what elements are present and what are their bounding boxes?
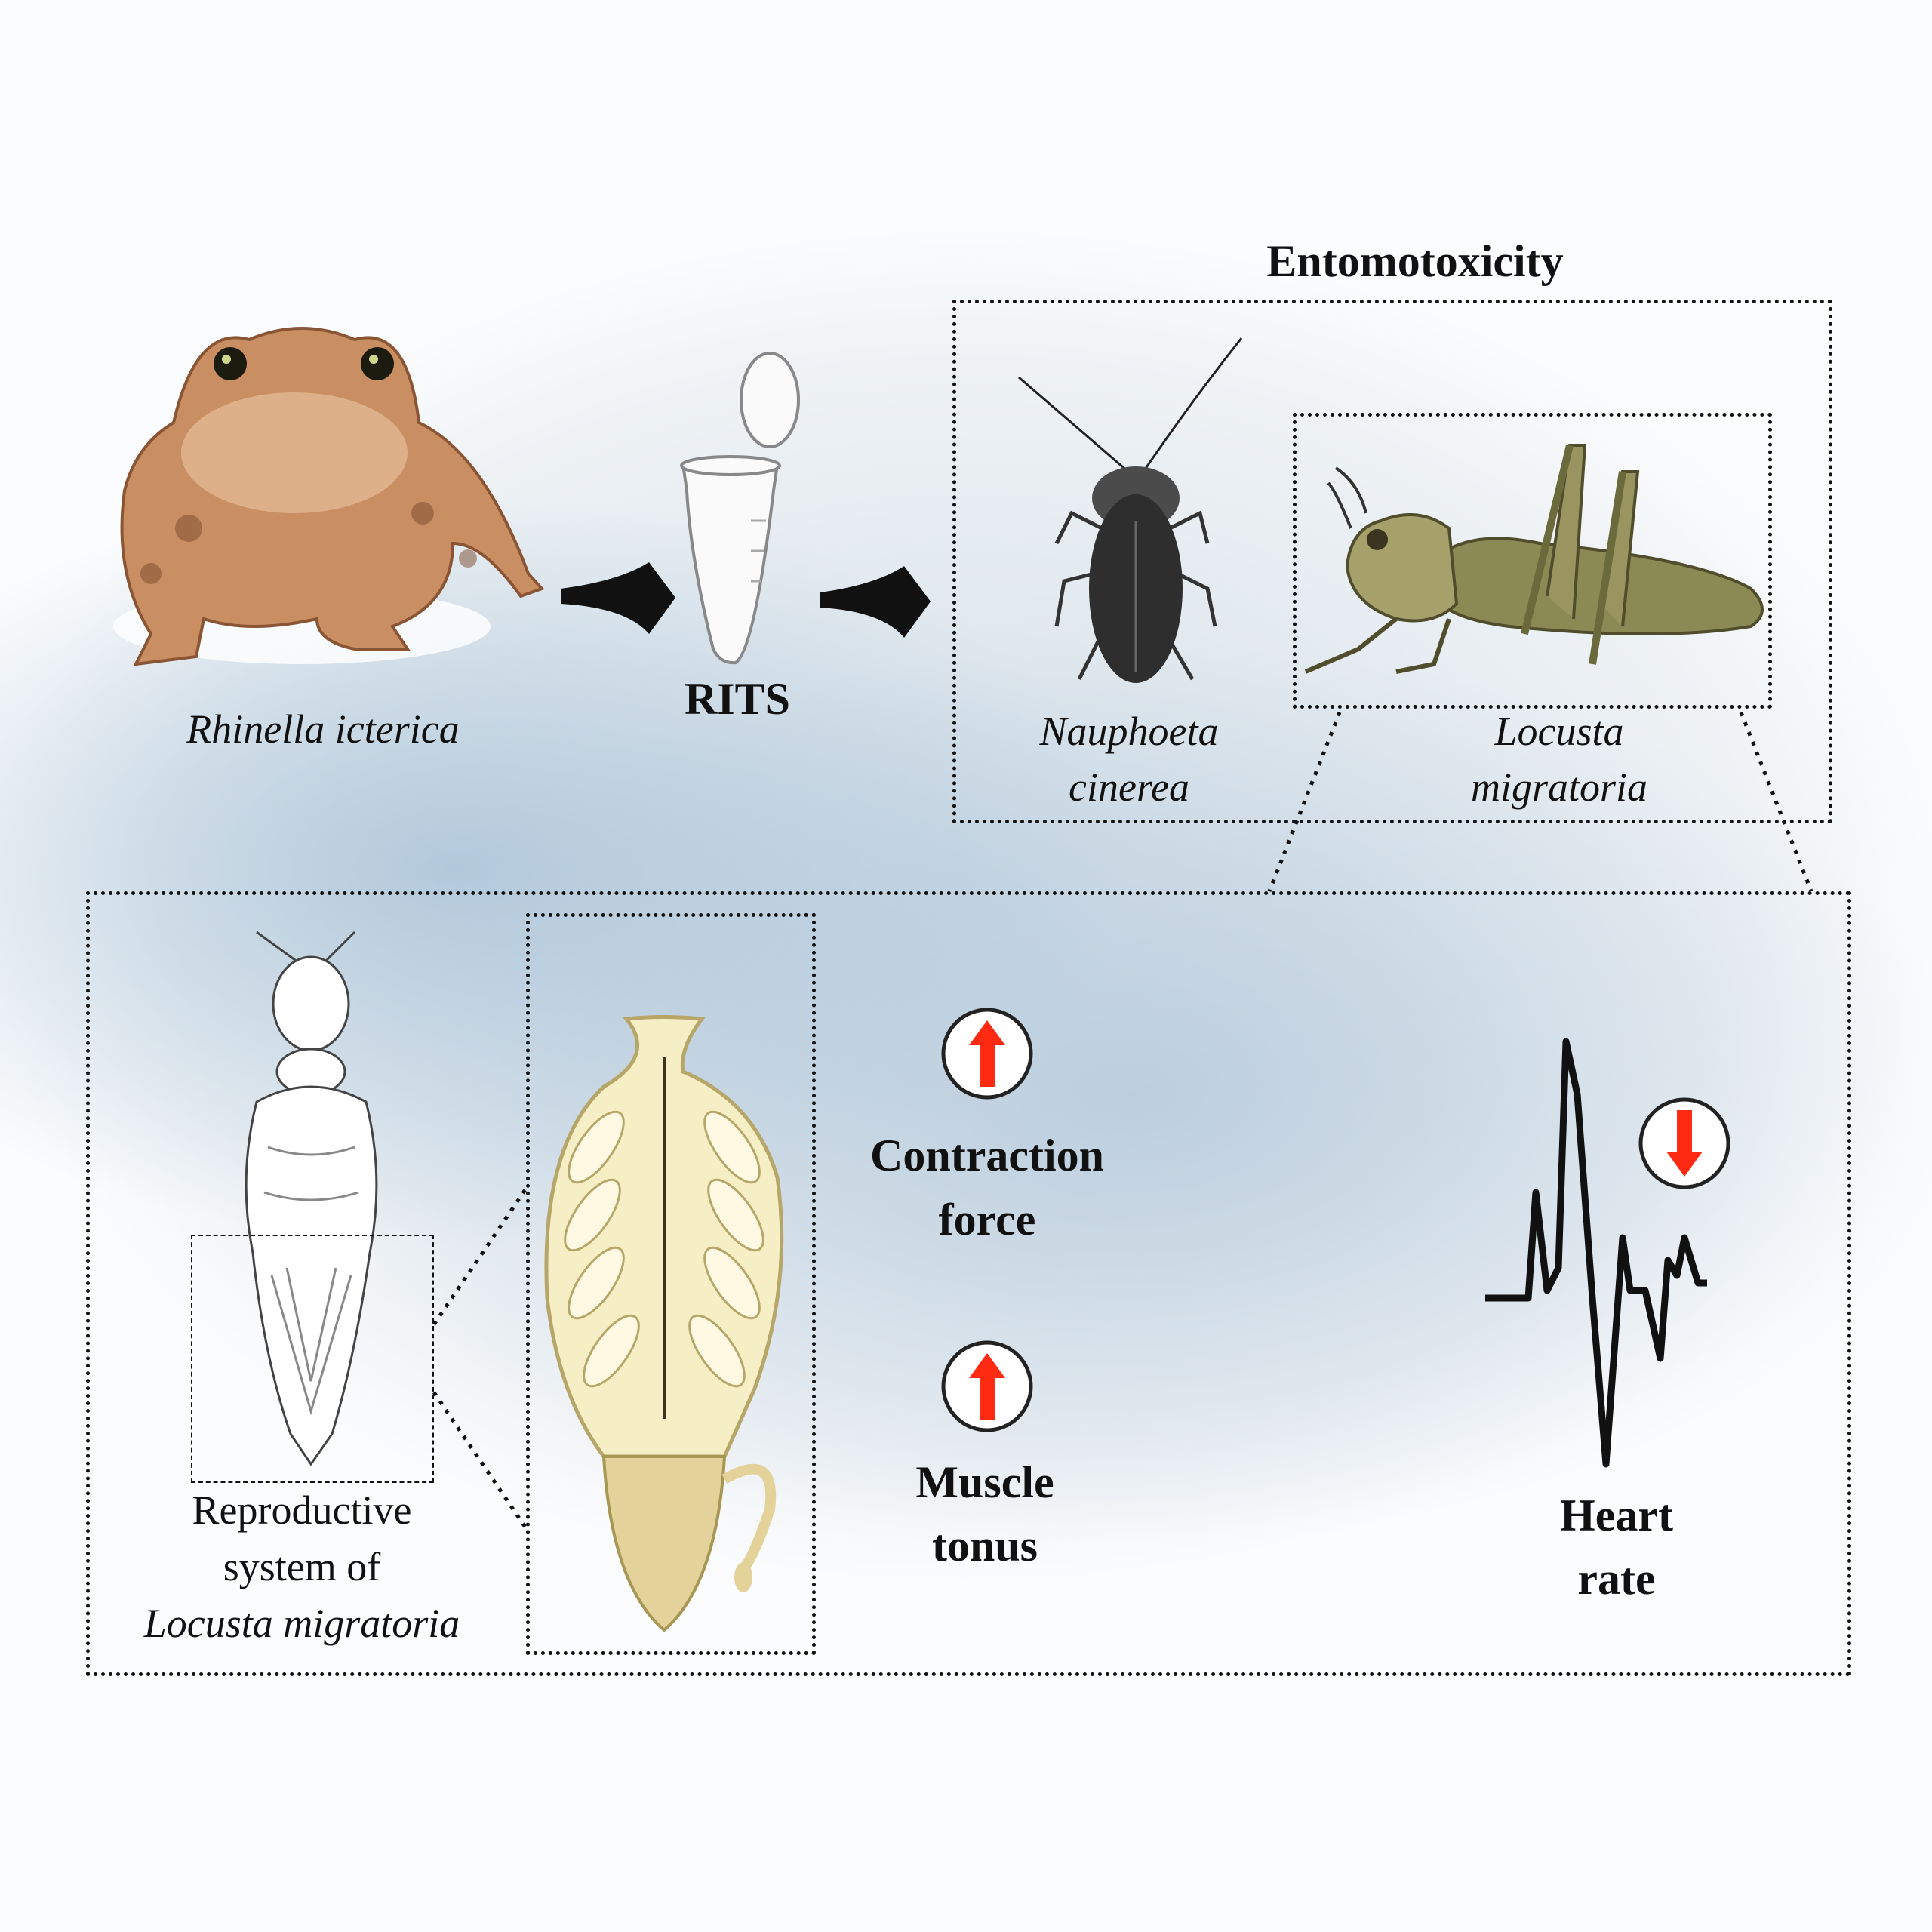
decrease-indicator-icon bbox=[1638, 1097, 1730, 1189]
species-label-nauphoeta: cinerea bbox=[1069, 764, 1189, 810]
effect-label-heart-rate: Heart bbox=[1560, 1491, 1673, 1540]
preparation-label: system of bbox=[223, 1544, 381, 1589]
species-label-locusta: migratoria bbox=[1470, 764, 1648, 810]
source-species-label: Rhinella icterica bbox=[186, 706, 460, 752]
entomotoxicity-box bbox=[952, 300, 1832, 823]
zoom-connectors bbox=[432, 712, 1814, 1530]
increase-indicator-icon bbox=[941, 1008, 1033, 1100]
preparation-label: Locusta migratoria bbox=[143, 1601, 460, 1646]
locust-image bbox=[1304, 444, 1764, 674]
effect-label-tonus: tonus bbox=[931, 1521, 1038, 1571]
microtube-icon bbox=[680, 352, 800, 665]
abdomen-selection-box bbox=[191, 1235, 434, 1483]
preparation-label: Reproductive bbox=[192, 1487, 412, 1533]
effect-label-contraction: force bbox=[938, 1195, 1036, 1244]
effect-label-heart-rate: rate bbox=[1577, 1554, 1656, 1604]
heart-rate-waveform bbox=[1485, 1038, 1707, 1468]
effect-label-contraction: Contraction bbox=[870, 1131, 1104, 1180]
effect-label-tonus: Muscle bbox=[915, 1457, 1054, 1507]
increase-indicator-icon bbox=[941, 1340, 1033, 1432]
arrow-right-icon bbox=[820, 566, 931, 638]
organ-detail-box bbox=[526, 913, 816, 1655]
arrow-right-icon bbox=[561, 562, 675, 634]
cockroach-image bbox=[1018, 337, 1243, 683]
reproductive-system-image bbox=[544, 1015, 784, 1632]
diagram-title: Entomotoxicity bbox=[1266, 236, 1564, 286]
species-label-nauphoeta: Nauphoeta bbox=[1039, 709, 1219, 754]
locust-zoom-box bbox=[1293, 413, 1772, 709]
species-label-locusta: Locusta bbox=[1494, 709, 1624, 754]
extract-label: RITS bbox=[684, 674, 791, 724]
bioassay-box bbox=[86, 891, 1851, 1676]
locust-dorsal-outline bbox=[245, 931, 378, 1466]
toad-image bbox=[113, 327, 545, 666]
